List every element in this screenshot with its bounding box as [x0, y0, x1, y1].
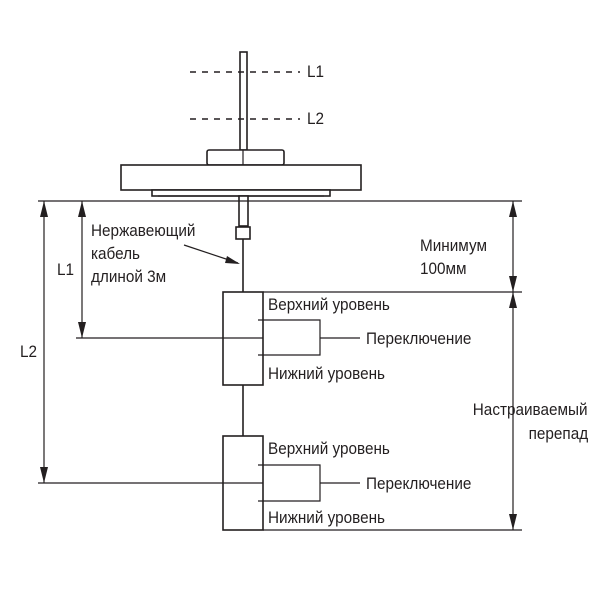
adjustable-span-label-line1: Настраиваемый: [473, 400, 588, 419]
dimension-arrow-l1-top: [78, 201, 86, 217]
dimension-arrow-adj-top: [509, 292, 517, 308]
dimension-arrow-l2-top: [40, 201, 48, 217]
cable-clamp: [235, 226, 251, 240]
lower-float-high-level-label: Верхний уровень: [268, 439, 390, 458]
dimension-label-l2: L2: [20, 342, 38, 361]
flange-hub: [206, 149, 285, 166]
dimension-arrow-l2-bottom: [40, 467, 48, 483]
reference-label-l1: L1: [307, 62, 325, 81]
adjustable-span-label-line2: перепад: [528, 424, 588, 443]
upper-float-high-level-label: Верхний уровень: [268, 295, 390, 314]
cable-label-line1: Нержавеющий: [91, 221, 196, 240]
upper-switch-bracket: [258, 319, 321, 356]
cable-gland: [238, 195, 249, 227]
dimension-arrow-adj-bottom: [509, 514, 517, 530]
minimum-label-line1: Минимум: [420, 236, 487, 255]
top-rod: [239, 51, 248, 151]
mounting-flange: [120, 164, 362, 191]
cable-label-line2: кабель: [91, 244, 141, 263]
cable-leader-arrow: [225, 256, 240, 264]
reference-label-l2: L2: [307, 109, 325, 128]
dimension-arrow-min-bottom: [509, 276, 517, 292]
upper-float-low-level-label: Нижний уровень: [268, 364, 386, 383]
cable-label-line3: длиной 3м: [91, 267, 167, 286]
flange-gasket: [151, 189, 331, 197]
lower-float-switch-label: Переключение: [366, 474, 472, 493]
dimension-arrow-min-top: [509, 201, 517, 217]
upper-float-switch-label: Переключение: [366, 329, 472, 348]
lower-float-low-level-label: Нижний уровень: [268, 508, 386, 527]
dimension-label-l1: L1: [57, 260, 75, 279]
minimum-label-line2: 100мм: [420, 259, 467, 278]
lower-switch-bracket: [258, 464, 321, 502]
dimension-arrow-l1-bottom: [78, 322, 86, 338]
